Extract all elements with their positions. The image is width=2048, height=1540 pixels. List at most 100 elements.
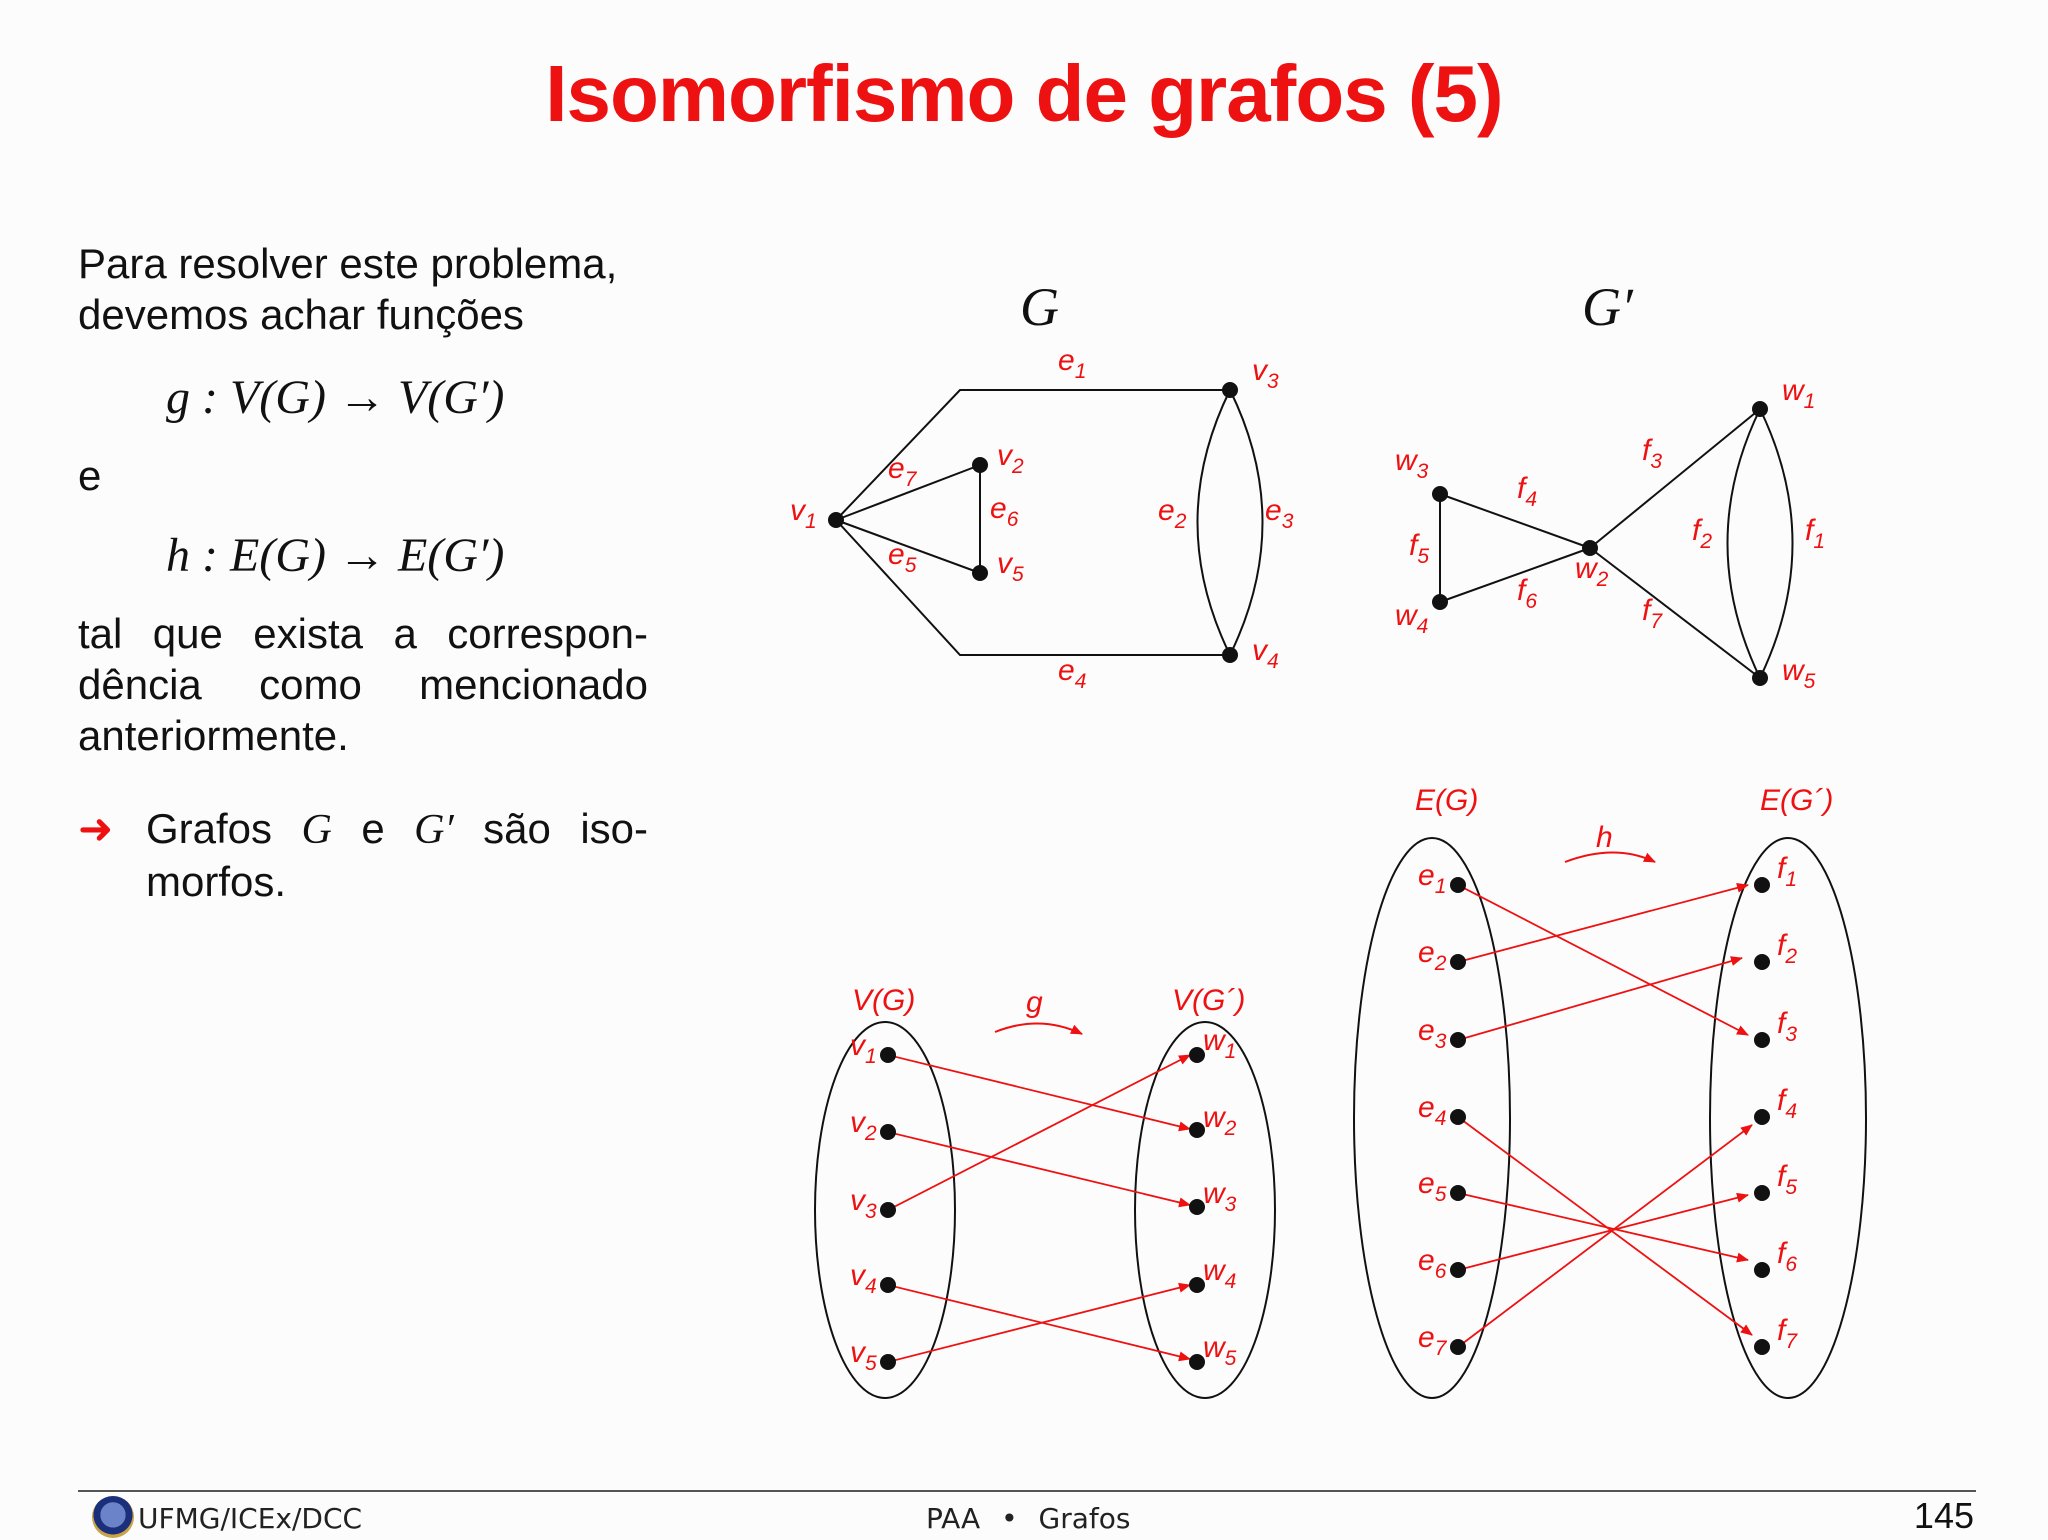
label-f6: f6 — [1517, 574, 1537, 613]
edge-e5 — [835, 519, 981, 574]
formula-g: g : V(G) → V(G′) — [166, 371, 505, 424]
dot-e3 — [1450, 1032, 1466, 1048]
label-v1: v1 — [790, 494, 817, 533]
bullet-line-1: Grafos G e G′ são iso- — [146, 803, 648, 856]
map-label-f5: f5 — [1777, 1160, 1797, 1199]
edge-f4 — [1439, 493, 1591, 549]
h-function-arrow — [1564, 851, 1656, 863]
conclusion-line-2: dência como mencionado — [78, 661, 648, 708]
label-f3: f3 — [1642, 434, 1662, 473]
footer-topic: Grafos — [1038, 1502, 1131, 1535]
dot-w3 — [1189, 1199, 1205, 1215]
graph-gprime: G′ w1 w2 w3 w4 w5 f1 f2 f3 f4 f — [1395, 277, 1825, 693]
dot-e1 — [1450, 877, 1466, 893]
map-label-f6: f6 — [1777, 1237, 1797, 1276]
vertex-v3 — [1222, 382, 1238, 398]
label-w1: w1 — [1782, 374, 1815, 413]
bullet-line-2: morfos. — [146, 858, 287, 905]
map-v5-w4 — [887, 1282, 1191, 1363]
label-e1: e1 — [1058, 344, 1086, 383]
dot-v4 — [880, 1277, 896, 1293]
vertex-v1 — [828, 512, 844, 528]
intro-text: Para resolver este problema, devemos ach… — [78, 238, 648, 340]
arrow-bullet-icon: ➜ — [78, 805, 114, 852]
vertex-w2 — [1582, 540, 1598, 556]
label-e3: e3 — [1265, 494, 1294, 533]
page-number: 145 — [1913, 1495, 1974, 1536]
vertex-w1 — [1752, 401, 1768, 417]
bullet-math-gprime: G′ — [414, 807, 454, 853]
edge-mapping: E(G) E(G´) h — [1353, 784, 1867, 1399]
edge-e1 — [835, 389, 1230, 521]
vertex-w3 — [1432, 486, 1448, 502]
label-vgprime: V(G´) — [1172, 984, 1245, 1017]
map-label-e4: e4 — [1418, 1091, 1446, 1130]
map-v1-w2 — [887, 1054, 1191, 1132]
dot-e7 — [1450, 1339, 1466, 1355]
dot-w4 — [1189, 1277, 1205, 1293]
edge-f7 — [1589, 547, 1761, 679]
map-label-v3: v3 — [850, 1184, 877, 1223]
dot-v5 — [880, 1354, 896, 1370]
connector-text: e — [78, 452, 102, 499]
conclusion-text: tal que exista a correspon- dência como … — [78, 608, 648, 761]
map-e6-f5 — [1457, 1192, 1749, 1271]
footer-course-name: PAA — [926, 1502, 981, 1535]
map-label-e5: e5 — [1418, 1167, 1447, 1206]
map-e2-f1 — [1457, 882, 1749, 963]
codomain-ellipse-egprime — [1709, 837, 1867, 1399]
label-f1: f1 — [1805, 514, 1825, 553]
edge-f2 — [1726, 408, 1761, 679]
intro-line-2: devemos achar funções — [78, 291, 524, 338]
map-label-w1: w1 — [1203, 1024, 1236, 1063]
label-e7: e7 — [888, 452, 918, 491]
university-seal-icon — [92, 1496, 134, 1538]
label-f5: f5 — [1409, 529, 1429, 568]
map-v2-w3 — [887, 1131, 1191, 1208]
label-v4: v4 — [1252, 634, 1279, 673]
slide-title: Isomorfismo de grafos (5) — [545, 49, 1503, 138]
graph-gprime-name: G′ — [1582, 277, 1634, 337]
map-label-e6: e6 — [1418, 1244, 1447, 1283]
map-label-f7: f7 — [1777, 1314, 1798, 1353]
footer-divider — [78, 1490, 1976, 1492]
map-label-w5: w5 — [1203, 1331, 1237, 1370]
dot-f4 — [1754, 1109, 1770, 1125]
label-e4: e4 — [1058, 654, 1086, 693]
map-e3-f2 — [1457, 956, 1743, 1041]
codomain-ellipse-vgprime — [1134, 1021, 1276, 1399]
intro-line-1: Para resolver este problema, — [78, 240, 618, 287]
label-e2: e2 — [1158, 494, 1187, 533]
map-label-w4: w4 — [1203, 1254, 1236, 1293]
label-f7: f7 — [1642, 594, 1663, 633]
dot-e6 — [1450, 1262, 1466, 1278]
map-label-w2: w2 — [1203, 1101, 1237, 1140]
label-h-function: h — [1596, 821, 1613, 854]
label-w3: w3 — [1395, 444, 1429, 483]
dot-f5 — [1754, 1185, 1770, 1201]
footer-institution: UFMG/ICEx/DCC — [138, 1502, 363, 1535]
dot-f2 — [1754, 954, 1770, 970]
label-v2: v2 — [997, 439, 1024, 478]
dot-v1 — [880, 1047, 896, 1063]
vertex-mapping: V(G) V(G´) g v1 v2 v3 v4 v5 — [814, 984, 1276, 1399]
map-label-v2: v2 — [850, 1106, 877, 1145]
conclusion-line-1: tal que exista a correspon- — [78, 610, 648, 657]
edge-f3 — [1589, 408, 1761, 549]
dot-e4 — [1450, 1109, 1466, 1125]
dot-f7 — [1754, 1339, 1770, 1355]
vertex-v4 — [1222, 647, 1238, 663]
map-label-f3: f3 — [1777, 1007, 1797, 1046]
map-label-v5: v5 — [850, 1336, 877, 1375]
dot-e5 — [1450, 1185, 1466, 1201]
domain-ellipse-vg — [814, 1021, 956, 1399]
domain-ellipse-eg — [1353, 837, 1511, 1399]
label-egprime: E(G´) — [1760, 784, 1833, 817]
bullet-suffix: são iso- — [483, 805, 649, 852]
edge-e2 — [1196, 389, 1231, 656]
bullet-and: e — [361, 805, 385, 852]
map-label-v4: v4 — [850, 1259, 877, 1298]
dot-w5 — [1189, 1354, 1205, 1370]
dot-w1 — [1189, 1047, 1205, 1063]
bullet-math-g: G — [301, 807, 332, 853]
